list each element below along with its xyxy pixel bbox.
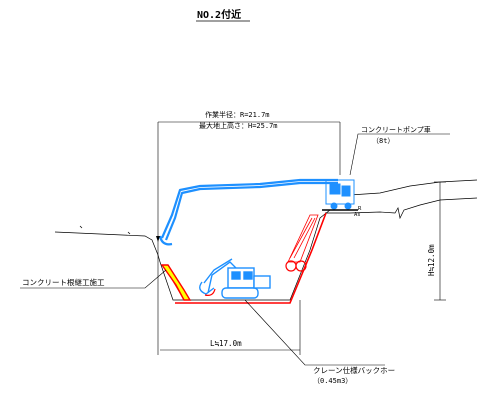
right-ground xyxy=(325,179,477,220)
foundation-work-label: コンクリート根継工施工 xyxy=(22,277,105,287)
pump-truck-leader xyxy=(349,133,450,176)
pump-boom xyxy=(158,178,338,246)
concrete-wall-right xyxy=(287,214,319,263)
concrete-foundation-left xyxy=(160,264,192,301)
pipes xyxy=(285,260,307,272)
excavation-pit xyxy=(159,209,331,301)
work-radius-label: 作業半径：R=21.7m xyxy=(205,110,270,119)
backhoe-excavator xyxy=(199,258,271,299)
backhoe-bucket xyxy=(204,288,216,296)
pump-truck-capacity: （8t） xyxy=(372,137,394,145)
pump-truck-label: コンクリートポンプ車 xyxy=(361,125,431,134)
backhoe-capacity: （0.45m3） xyxy=(313,377,352,385)
concrete-slab xyxy=(175,212,327,304)
max-height-label: 最大地上高さ：H=25.7m xyxy=(199,121,278,130)
length-dimension-label: L≒17.0m xyxy=(210,339,242,348)
left-ground xyxy=(54,225,161,263)
marker-r: R xyxy=(358,206,362,212)
boom-tip-marker xyxy=(156,236,160,242)
radius-dimension xyxy=(157,121,341,355)
diagram-title: NO.2付近 xyxy=(197,8,241,21)
height-dimension xyxy=(434,181,446,301)
height-dimension-label: H≒12.0m xyxy=(427,244,436,276)
backhoe-label: クレーン仕様バックホー xyxy=(313,365,395,375)
backhoe-leader xyxy=(244,299,385,366)
length-dimension xyxy=(160,300,301,355)
pump-truck xyxy=(322,179,358,211)
foundation-leader xyxy=(20,269,167,289)
marker-as: As xyxy=(354,212,361,218)
